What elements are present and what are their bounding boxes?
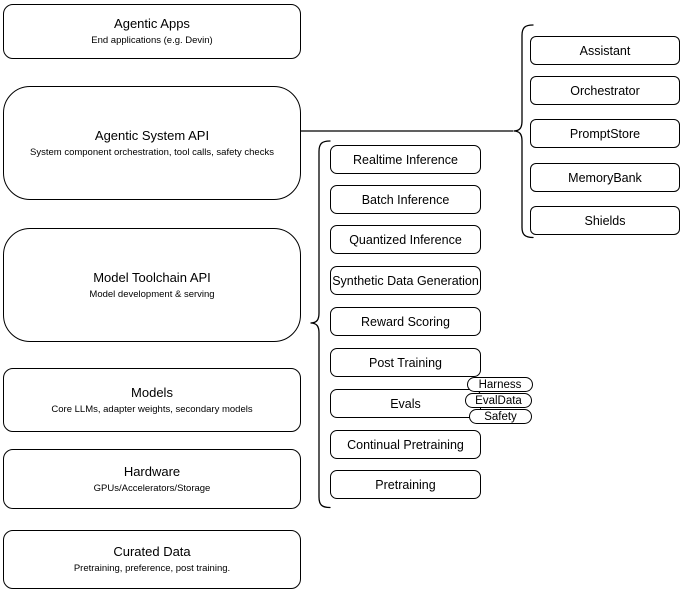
layer-agentic-apps: Agentic Apps End applications (e.g. Devi…	[3, 4, 301, 59]
toolchain-node-pretraining: Pretraining	[330, 470, 481, 499]
system-node-shields: Shields	[530, 206, 680, 235]
layer-subtitle: Model development & serving	[89, 288, 215, 300]
layer-subtitle: System component orchestration, tool cal…	[30, 146, 274, 158]
layer-title: Agentic System API	[94, 127, 210, 143]
system-node-assistant: Assistant	[530, 36, 680, 65]
layer-subtitle: Core LLMs, adapter weights, secondary mo…	[51, 403, 253, 415]
toolchain-node-reward-scoring: Reward Scoring	[330, 307, 481, 336]
evals-tag-evaldata: EvalData	[465, 393, 532, 408]
layer-models: Models Core LLMs, adapter weights, secon…	[3, 368, 301, 432]
layer-subtitle: GPUs/Accelerators/Storage	[93, 482, 211, 494]
system-node-orchestrator: Orchestrator	[530, 76, 680, 105]
layer-model-toolchain-api: Model Toolchain API Model development & …	[3, 228, 301, 342]
toolchain-node-post-training: Post Training	[330, 348, 481, 377]
toolchain-node-quantized-inference: Quantized Inference	[330, 225, 481, 254]
toolchain-node-batch-inference: Batch Inference	[330, 185, 481, 214]
layer-hardware: Hardware GPUs/Accelerators/Storage	[3, 449, 301, 509]
layer-subtitle: Pretraining, preference, post training.	[73, 563, 231, 574]
system-node-memorybank: MemoryBank	[530, 163, 680, 192]
toolchain-node-continual-pretraining: Continual Pretraining	[330, 430, 481, 459]
toolchain-brace	[310, 140, 331, 509]
toolchain-node-realtime-inference: Realtime Inference	[330, 145, 481, 174]
layer-title: Hardware	[123, 463, 181, 479]
toolchain-node-evals: Evals	[330, 389, 481, 418]
system-node-promptstore: PromptStore	[530, 119, 680, 148]
evals-tag-safety: Safety	[469, 409, 532, 424]
layer-curated-data: Curated Data Pretraining, preference, po…	[3, 530, 301, 589]
layer-title: Agentic Apps	[114, 16, 190, 31]
layer-title: Model Toolchain API	[93, 269, 211, 285]
layer-subtitle: End applications (e.g. Devin)	[91, 35, 213, 46]
layer-agentic-system-api: Agentic System API System component orch…	[3, 86, 301, 200]
evals-tag-harness: Harness	[467, 377, 533, 392]
layer-title: Models	[131, 384, 173, 400]
toolchain-node-synthetic-data-generation: Synthetic Data Generation	[330, 266, 481, 295]
layer-title: Curated Data	[113, 544, 191, 559]
